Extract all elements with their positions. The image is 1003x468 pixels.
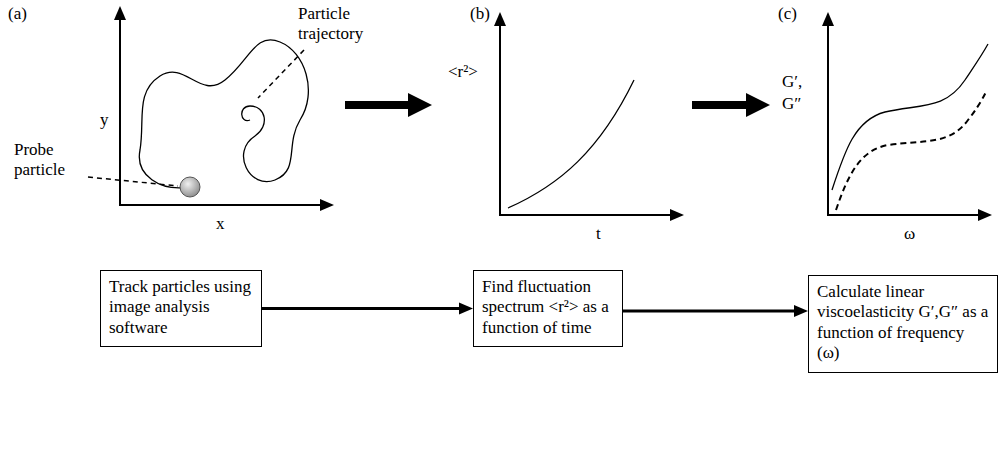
callout-label: Probe particle (14, 140, 86, 179)
axes (500, 24, 672, 215)
panel-label: (c) (778, 4, 818, 24)
axes (120, 18, 322, 205)
process-box: Calculate linear viscoelasticity G′,G″ a… (808, 275, 998, 373)
axis-arrowhead (670, 209, 684, 221)
axis-label: x (216, 214, 232, 234)
axis-arrowhead (494, 12, 506, 26)
process-box: Track particles using image analysis sof… (100, 270, 262, 347)
axis-label: <r²> (448, 62, 496, 82)
box-text: Find fluctuation spectrum <r²> as a func… (482, 277, 614, 338)
axes (828, 24, 980, 215)
leader-line (88, 177, 178, 186)
big-arrow (692, 93, 770, 117)
panel-label: (b) (470, 4, 510, 24)
axis-label: t (596, 224, 612, 244)
connector-line (262, 307, 461, 310)
g-prime-curve (832, 44, 988, 190)
connector-line (623, 310, 796, 313)
msd-curve (508, 80, 634, 208)
flow-arrow (262, 303, 473, 315)
axis-label: ω (904, 224, 924, 244)
axis-arrowhead (978, 209, 992, 221)
box-text: Track particles using image analysis sof… (109, 277, 253, 338)
axis-label: G′, (782, 72, 822, 92)
process-box: Find fluctuation spectrum <r²> as a func… (473, 270, 623, 347)
callout-label: Particle trajectory (298, 4, 388, 43)
panel-label: (a) (8, 4, 48, 24)
box-text: Calculate linear viscoelasticity G′,G″ a… (817, 282, 989, 364)
axis-label: G″ (782, 94, 822, 114)
g-double-prime-curve (836, 92, 986, 210)
arrowhead (794, 305, 808, 317)
axis-arrowhead (114, 6, 126, 20)
axis-arrowhead (822, 12, 834, 26)
arrowhead (459, 303, 473, 315)
probe-particle (180, 177, 200, 197)
particle-trajectory (139, 40, 308, 188)
big-arrow (345, 93, 432, 117)
leader-line (258, 50, 304, 98)
axis-label: y (100, 110, 116, 130)
flow-arrow (623, 305, 808, 317)
axis-arrowhead (320, 199, 334, 211)
